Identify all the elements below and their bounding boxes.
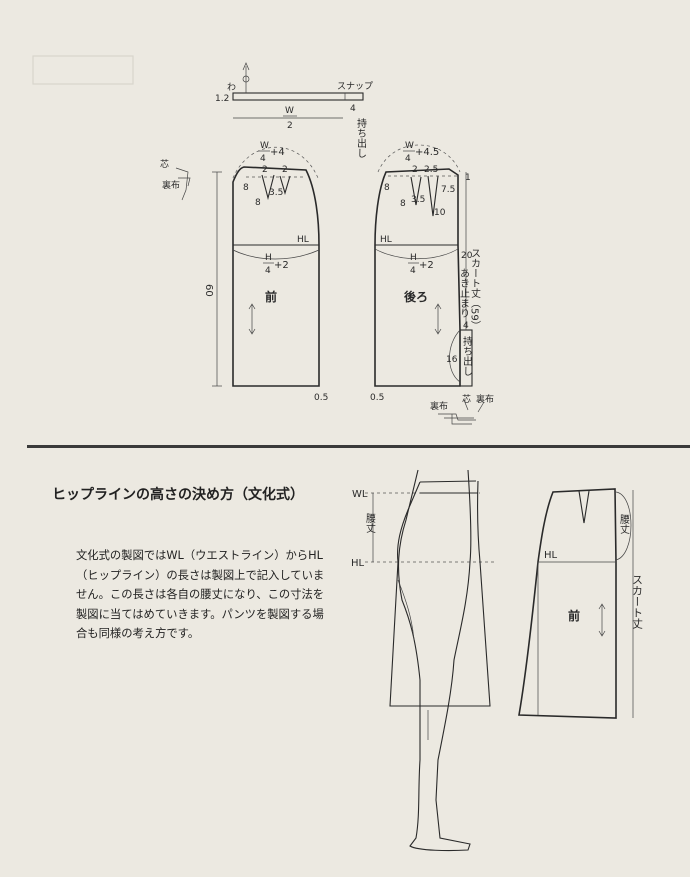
back-dart-depth-left: 8 bbox=[384, 183, 390, 193]
back-hem-value: 0.5 bbox=[370, 393, 384, 403]
back-hip-num: H bbox=[410, 253, 417, 263]
back-dart-10: 10 bbox=[434, 208, 446, 218]
front-dart-1 bbox=[261, 174, 275, 201]
front-hem-value: 0.5 bbox=[314, 393, 328, 403]
back-panel-label: 後ろ bbox=[404, 289, 428, 304]
mini-waist-height-label: 腰丈 bbox=[618, 514, 630, 535]
front-facing-detail-2 bbox=[178, 177, 191, 187]
waistband-width-num: W bbox=[285, 106, 294, 116]
mini-panel-label: 前 bbox=[568, 608, 580, 623]
back-dart-3-5: 3.5 bbox=[411, 195, 425, 205]
front-hip-den: 4 bbox=[265, 266, 271, 276]
front-hl-label: HL bbox=[297, 235, 309, 245]
back-slit-value: 16 bbox=[446, 355, 458, 365]
mini-waist-height-arc bbox=[615, 491, 632, 561]
back-grainline-icon bbox=[434, 303, 442, 335]
front-length-label: 60 bbox=[203, 284, 214, 297]
back-waist-num: W bbox=[405, 141, 414, 151]
waistband-width-den: 2 bbox=[287, 121, 293, 131]
back-dart-depth-8: 8 bbox=[400, 199, 406, 209]
back-ext-value: 4 bbox=[463, 321, 469, 331]
back-dart-gap-2: 2.5 bbox=[424, 165, 438, 175]
front-dart-depth-8: 8 bbox=[255, 198, 261, 208]
snap-label: スナップ bbox=[337, 81, 373, 92]
figure-skirt-outline bbox=[389, 480, 491, 707]
extension-value: 4 bbox=[350, 104, 356, 114]
fold-mark-icon bbox=[242, 75, 250, 83]
front-waist-arc bbox=[232, 146, 319, 179]
figure-waist-height-label: 腰丈 bbox=[364, 513, 376, 534]
figure-thigh-contour bbox=[397, 579, 415, 641]
front-facing-detail bbox=[175, 167, 189, 201]
front-waist-num: W bbox=[260, 141, 269, 151]
front-panel-label: 前 bbox=[265, 289, 277, 304]
front-hip-suffix: +2 bbox=[274, 260, 289, 271]
front-dart-2 bbox=[279, 175, 291, 195]
front-grainline-icon bbox=[248, 303, 256, 335]
back-dart-7-5: 7.5 bbox=[441, 185, 455, 195]
back-dart-1 bbox=[410, 176, 422, 206]
front-interfacing-label: 芯 bbox=[160, 158, 169, 170]
front-hip-arc bbox=[232, 249, 320, 260]
back-hl-label: HL bbox=[380, 235, 392, 245]
fold-label: わ bbox=[227, 82, 236, 93]
body-figure bbox=[365, 469, 495, 852]
front-lining-label: 裏布 bbox=[162, 179, 180, 191]
back-dart-2 bbox=[427, 175, 439, 217]
front-pattern: 60 W 4 +4 2 2 8 8 3.5 芯 裏布 HL H 4 +2 前 0… bbox=[160, 141, 328, 403]
front-outline bbox=[232, 166, 320, 387]
mini-dart bbox=[578, 490, 590, 524]
section-divider bbox=[27, 445, 690, 448]
mini-pattern bbox=[518, 488, 634, 719]
back-zip-value: 20 bbox=[461, 251, 473, 261]
back-lining-label-bottom: 裏布 bbox=[430, 400, 448, 412]
mini-outline bbox=[518, 488, 617, 719]
front-waist-suffix: +4 bbox=[270, 147, 285, 158]
front-dart-depth-left: 8 bbox=[243, 183, 249, 193]
back-waist-suffix: +4.5 bbox=[415, 147, 439, 158]
figure-hl-label: HL bbox=[351, 558, 365, 569]
section-heading: ヒップラインの高さの決め方（文化式） bbox=[52, 487, 304, 503]
mini-skirt-length-label: スカート丈 bbox=[631, 574, 644, 630]
front-hip-num: H bbox=[265, 253, 272, 263]
back-interfacing-label-bottom: 芯 bbox=[462, 393, 471, 405]
back-facing-detail bbox=[438, 413, 476, 425]
back-waist-arc bbox=[377, 144, 461, 173]
back-ext-label: 持ち出し bbox=[461, 335, 473, 376]
back-label-leaders bbox=[463, 399, 485, 413]
section-body-text: 文化式の製図ではWL（ウエストライン）からHL（ヒップライン）の長さは製図上で記… bbox=[76, 549, 325, 640]
figure-wl-label: WL bbox=[352, 489, 368, 500]
front-waist-den: 4 bbox=[260, 154, 266, 164]
back-hip-suffix: +2 bbox=[419, 260, 434, 271]
back-hip-den: 4 bbox=[410, 266, 416, 276]
waistband-piece: わ 1.2 スナップ 4 持ち出し W 2 bbox=[215, 62, 373, 158]
back-zip-label: あき止まり bbox=[458, 268, 470, 318]
waistband-height-label: 1.2 bbox=[215, 94, 229, 104]
back-skirt-length-label: スカート丈（59） bbox=[469, 248, 481, 331]
mini-grainline-icon bbox=[598, 603, 606, 637]
faint-figure-box bbox=[32, 55, 134, 85]
back-lining-label-bottom2: 裏布 bbox=[476, 393, 494, 405]
mini-hl-label: HL bbox=[544, 550, 558, 561]
front-dart-gap-1: 2 bbox=[262, 165, 268, 175]
back-pattern: W 4 +4.5 2 2.5 8 7.5 8 3.5 10 1 HL H 4 +… bbox=[370, 141, 494, 425]
figure-leg-silhouette bbox=[397, 469, 472, 852]
front-dart-3-5: 3.5 bbox=[269, 188, 283, 198]
front-dart-gap-2: 2 bbox=[282, 165, 288, 175]
figure-waistband-top bbox=[419, 480, 477, 483]
back-hip-arc bbox=[374, 248, 459, 260]
waistband-rect bbox=[232, 92, 364, 101]
back-slit-curve bbox=[449, 329, 461, 383]
back-top-raise: 1 bbox=[465, 173, 471, 183]
fold-arrow-icon bbox=[242, 62, 250, 93]
back-waist-den: 4 bbox=[405, 154, 411, 164]
back-dart-gap-1: 2 bbox=[412, 165, 418, 175]
extension-label: 持ち出し bbox=[355, 117, 367, 158]
